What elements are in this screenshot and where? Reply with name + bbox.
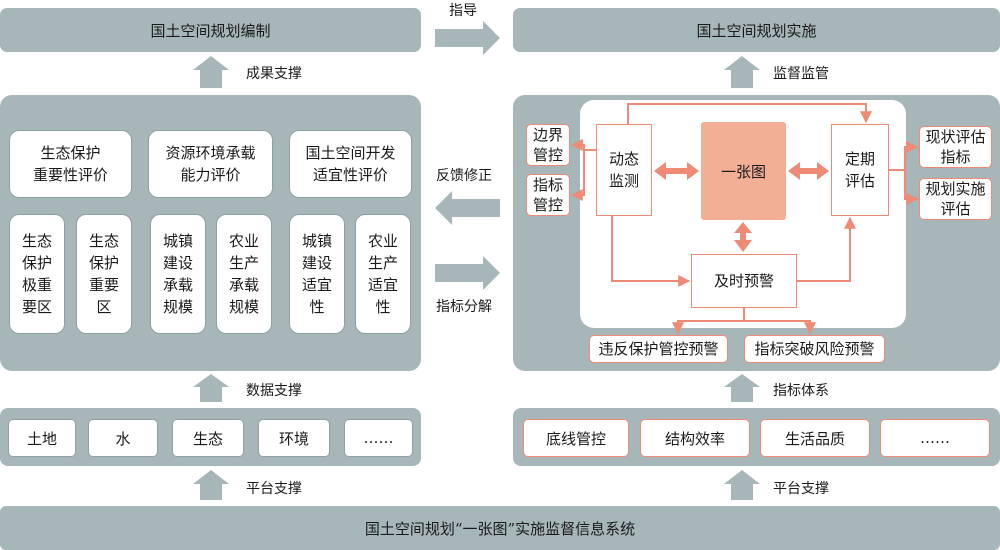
- double-arrow-left-icon: [654, 162, 699, 180]
- platform-support-left-label: 平台支撑: [246, 481, 302, 497]
- border-control-box: 边界 管控: [526, 124, 570, 166]
- plan-compilation-bar: 国土空间规划编制: [0, 8, 421, 52]
- result-support-arrow-icon: [193, 56, 229, 88]
- result-support-label: 成果支撑: [246, 66, 302, 82]
- info-system-bar: 国土空间规划“一张图”实施监督信息系统: [0, 506, 1000, 550]
- supervision-label: 监督监管: [773, 66, 829, 82]
- timely-warning-box: 及时预警: [691, 254, 797, 308]
- periodic-evaluation-box: 定期 评估: [831, 124, 889, 216]
- one-map-core-box: 一张图: [701, 122, 786, 220]
- indicator-system-arrow-icon: [724, 374, 760, 402]
- zone-urban-suitability: 城镇 建设 适宜 性: [289, 214, 345, 334]
- indicator-control-box: 指标 管控: [526, 174, 570, 216]
- data-environment: 环境: [258, 419, 330, 457]
- data-support-arrow-icon: [193, 374, 229, 402]
- data-land: 土地: [8, 419, 76, 457]
- supervision-arrow-icon: [724, 56, 760, 88]
- eval-ecology-importance: 生态保护 重要性评价: [9, 130, 132, 198]
- platform-left-arrow-icon: [193, 470, 229, 500]
- decompose-label: 指标分解: [436, 299, 492, 315]
- data-support-label: 数据支撑: [246, 383, 302, 399]
- violation-warning-box: 违反保护管控预警: [589, 335, 728, 363]
- double-arrow-right-icon: [788, 162, 829, 180]
- indicator-structure-efficiency: 结构效率: [640, 419, 750, 457]
- dynamic-monitoring-box: 动态 监测: [596, 124, 652, 216]
- platform-right-arrow-icon: [724, 470, 760, 500]
- platform-support-right-label: 平台支撑: [773, 481, 829, 497]
- zone-agri-capacity: 农业 生产 承载 规模: [216, 214, 272, 334]
- indicator-bottom-line: 底线管控: [523, 419, 629, 457]
- data-ecology: 生态: [172, 419, 244, 457]
- data-water: 水: [88, 419, 158, 457]
- indicator-life-quality: 生活品质: [760, 419, 870, 457]
- status-eval-indicator-box: 现状评估 指标: [919, 126, 992, 168]
- plan-implementation-eval-box: 规划实施 评估: [919, 178, 992, 220]
- zone-ecology-extreme: 生态 保护 极重 要区: [9, 214, 65, 334]
- guide-label: 指导: [449, 3, 477, 19]
- double-arrow-down-icon: [734, 222, 752, 252]
- feedback-arrow-icon: [435, 191, 500, 225]
- zone-agri-suitability: 农业 生产 适宜 性: [355, 214, 411, 334]
- decompose-arrow-icon: [435, 256, 500, 290]
- indicator-system-label: 指标体系: [773, 383, 829, 399]
- zone-ecology-important: 生态 保护 重要 区: [76, 214, 132, 334]
- eval-resource-capacity: 资源环境承载 能力评价: [148, 130, 273, 198]
- indicator-more: ……: [880, 419, 990, 457]
- data-more: ……: [344, 419, 413, 457]
- plan-implementation-bar: 国土空间规划实施: [513, 8, 1000, 52]
- eval-development-suitability: 国土空间开发 适宜性评价: [289, 130, 412, 198]
- feedback-label: 反馈修正: [436, 168, 492, 184]
- guide-arrow-icon: [435, 21, 500, 55]
- zone-urban-capacity: 城镇 建设 承载 规模: [150, 214, 206, 334]
- indicator-breach-warning-box: 指标突破风险预警: [744, 335, 885, 363]
